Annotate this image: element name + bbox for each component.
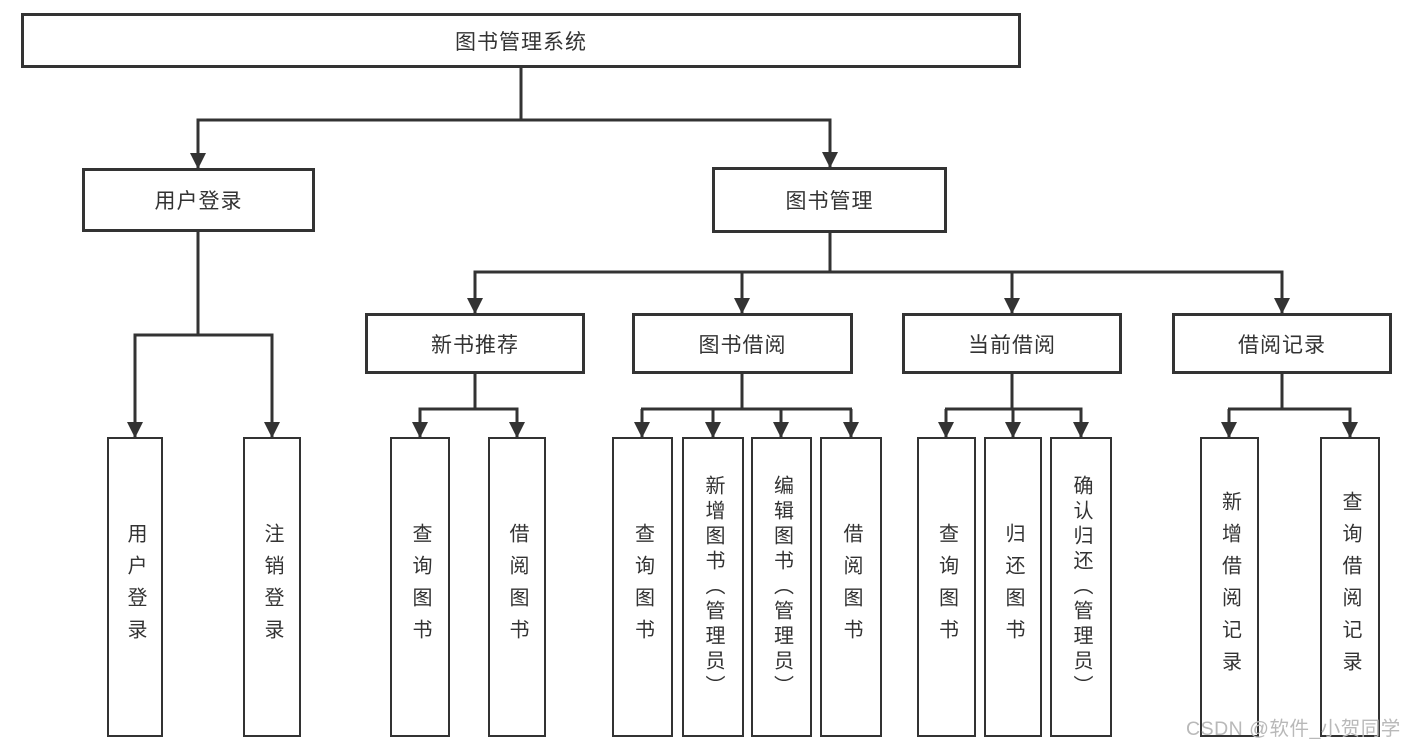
node-leaf-bb-query-books-label: 查询图书: [631, 523, 654, 651]
node-book-borrow-label: 图书借阅: [698, 333, 787, 357]
node-leaf-cb-query-books-label: 查询图书: [935, 523, 958, 651]
node-leaf-nb-borrow-books-label: 借阅图书: [506, 523, 528, 651]
node-current-borrow: 当前借阅: [902, 313, 1122, 374]
edge-newbookrec-to-leaves: [412, 374, 525, 438]
node-current-borrow-label: 当前借阅: [968, 333, 1056, 357]
node-leaf-cb-return-books-label: 归还图书: [1002, 523, 1024, 651]
node-book-management-label: 图书管理: [785, 190, 874, 213]
edge-root-to-level2: [190, 68, 838, 169]
node-leaf-user-login-label: 用户登录: [124, 523, 146, 651]
node-leaf-cb-query-books: 查询图书: [917, 437, 976, 737]
node-root-label: 图书管理系统: [455, 30, 587, 54]
node-leaf-user-login: 用户登录: [107, 437, 163, 737]
node-user-login: 用户登录: [82, 168, 315, 232]
node-leaf-bb-query-books: 查询图书: [612, 437, 673, 737]
node-leaf-bb-edit-books-label: 编辑图书（管理员）: [770, 474, 793, 700]
node-leaf-br-add-record-label: 新增借阅记录: [1218, 491, 1241, 683]
node-borrow-record-label: 借阅记录: [1238, 333, 1326, 357]
edge-bookborrow-to-leaves: [634, 374, 859, 438]
node-new-book-recommend-label: 新书推荐: [431, 333, 519, 357]
node-root: 图书管理系统: [21, 13, 1021, 68]
node-leaf-bb-add-books-label: 新增图书（管理员）: [702, 474, 724, 700]
node-leaf-bb-add-books: 新增图书（管理员）: [682, 437, 744, 737]
node-leaf-br-add-record: 新增借阅记录: [1200, 437, 1259, 737]
edge-borrowrecord-to-leaves: [1221, 374, 1358, 438]
node-user-login-label: 用户登录: [154, 190, 243, 213]
node-book-borrow: 图书借阅: [632, 313, 853, 374]
node-leaf-br-query-record: 查询借阅记录: [1320, 437, 1380, 737]
node-leaf-logout: 注销登录: [243, 437, 301, 737]
node-leaf-nb-borrow-books: 借阅图书: [488, 437, 546, 737]
node-leaf-bb-borrow-books: 借阅图书: [820, 437, 882, 737]
node-leaf-nb-query-books-label: 查询图书: [409, 523, 431, 651]
node-leaf-cb-return-books: 归还图书: [984, 437, 1042, 737]
edge-userlogin-to-leaves: [127, 232, 280, 438]
node-leaf-cb-confirm-return-label: 确认归还（管理员）: [1070, 474, 1092, 700]
node-leaf-br-query-record-label: 查询借阅记录: [1339, 491, 1361, 683]
node-leaf-bb-edit-books: 编辑图书（管理员）: [751, 437, 812, 737]
node-leaf-cb-confirm-return: 确认归还（管理员）: [1050, 437, 1112, 737]
node-book-management: 图书管理: [712, 167, 947, 233]
node-new-book-recommend: 新书推荐: [365, 313, 585, 374]
node-borrow-record: 借阅记录: [1172, 313, 1392, 374]
node-leaf-logout-label: 注销登录: [261, 523, 283, 651]
node-leaf-nb-query-books: 查询图书: [390, 437, 450, 737]
node-leaf-bb-borrow-books-label: 借阅图书: [840, 523, 862, 651]
edge-bookmgmt-to-level3: [467, 233, 1290, 314]
edge-currentborrow-to-leaves: [938, 374, 1089, 438]
csdn-watermark: CSDN @软件_小贺同学: [1186, 718, 1401, 740]
